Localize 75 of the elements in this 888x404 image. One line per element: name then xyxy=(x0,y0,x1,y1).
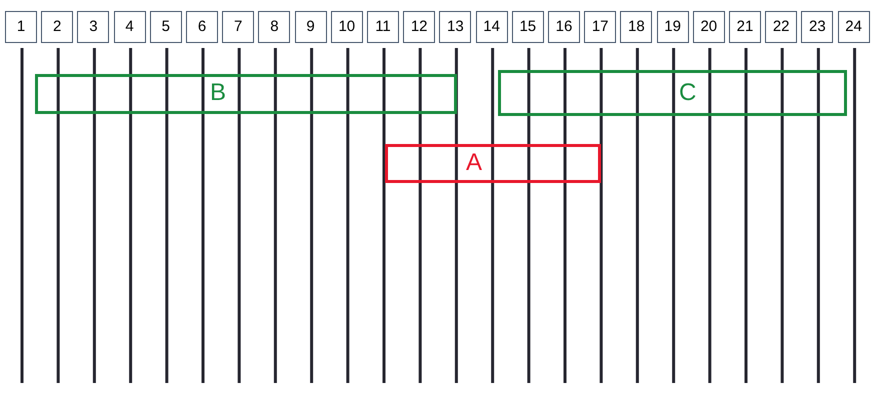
column-number: 9 xyxy=(306,16,315,37)
column-number: 22 xyxy=(772,16,790,37)
column-header xyxy=(512,11,544,43)
vertical-line xyxy=(564,48,566,383)
vertical-line xyxy=(56,48,60,383)
column-number: 21 xyxy=(736,16,754,37)
column-number: 2 xyxy=(53,16,62,37)
vertical-line xyxy=(780,48,784,383)
column-header xyxy=(77,11,110,43)
column-number: 3 xyxy=(89,16,98,37)
vertical-line xyxy=(418,48,422,383)
column-number: 10 xyxy=(338,16,356,37)
column-header xyxy=(801,11,834,43)
column-header xyxy=(692,11,725,43)
column-number: 6 xyxy=(198,16,206,37)
range-bar xyxy=(385,144,601,183)
vertical-line xyxy=(382,48,386,383)
vertical-line xyxy=(672,48,676,383)
column-number: 11 xyxy=(375,16,391,37)
vertical-line xyxy=(346,48,350,383)
column-number: 4 xyxy=(125,16,134,37)
vertical-line xyxy=(20,48,24,383)
vertical-line xyxy=(636,48,639,383)
column-number: 16 xyxy=(556,16,572,37)
column-number: 7 xyxy=(234,16,242,37)
column-header xyxy=(439,11,472,43)
vertical-line xyxy=(853,48,856,383)
column-header xyxy=(765,11,798,43)
column-number: 5 xyxy=(162,16,170,37)
column-number: 23 xyxy=(809,16,826,37)
column-header xyxy=(729,11,761,43)
column-number: 14 xyxy=(483,16,500,37)
vertical-line xyxy=(744,48,748,383)
vertical-line xyxy=(816,48,820,383)
column-number: 15 xyxy=(519,16,536,37)
column-header xyxy=(222,11,254,43)
column-header xyxy=(186,11,218,43)
column-header xyxy=(150,11,182,43)
column-number: 13 xyxy=(447,16,464,37)
vertical-line xyxy=(129,48,132,383)
column-header xyxy=(258,11,290,43)
column-number: 1 xyxy=(16,16,26,37)
vertical-line xyxy=(274,48,277,383)
column-header xyxy=(584,11,616,43)
vertical-line xyxy=(600,48,603,383)
range-bar xyxy=(498,70,847,116)
column-number: 18 xyxy=(628,16,645,37)
column-header xyxy=(620,11,652,43)
vertical-line xyxy=(310,48,314,383)
column-header xyxy=(403,11,436,43)
vertical-line xyxy=(491,48,494,383)
column-number: 17 xyxy=(592,16,609,37)
column-header xyxy=(41,11,74,43)
column-header xyxy=(476,11,508,43)
column-header xyxy=(114,11,146,43)
range-bar xyxy=(35,74,457,114)
vertical-line xyxy=(202,48,204,383)
column-header xyxy=(294,11,327,43)
column-number: 8 xyxy=(270,16,279,37)
vertical-line xyxy=(708,48,712,383)
column-header xyxy=(656,11,689,43)
column-number: 19 xyxy=(664,16,681,37)
column-header xyxy=(548,11,580,43)
vertical-line xyxy=(454,48,458,383)
column-header xyxy=(330,11,363,43)
vertical-line xyxy=(238,48,241,383)
vertical-line xyxy=(92,48,96,383)
column-header xyxy=(838,11,870,43)
column-number: 12 xyxy=(410,16,428,37)
column-number: 20 xyxy=(700,16,718,37)
column-header xyxy=(367,11,399,43)
column-header xyxy=(5,11,37,43)
vertical-line xyxy=(527,48,530,383)
vertical-line xyxy=(165,48,168,383)
column-number: 24 xyxy=(845,16,862,37)
